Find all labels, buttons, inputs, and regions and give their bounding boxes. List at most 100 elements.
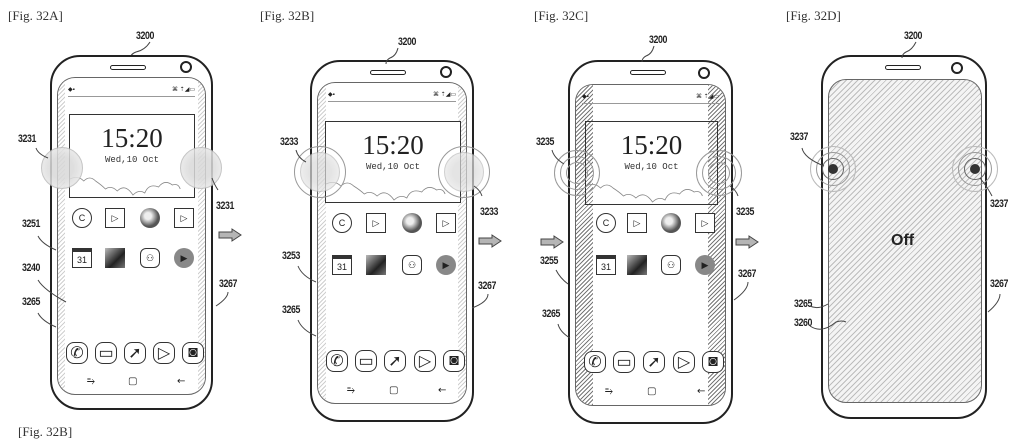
back-button[interactable]: ← [697, 386, 706, 397]
chat-app-icon[interactable]: C [72, 208, 92, 228]
ref-touch-left: 3231 [18, 133, 36, 145]
play-app-icon[interactable]: ▶ [695, 255, 715, 275]
camera-dock-icon[interactable]: ◙ [182, 342, 204, 364]
ref-device: 3200 [136, 30, 154, 42]
front-camera [951, 62, 963, 74]
touch-ring-left-outer [810, 146, 856, 192]
message-dock-icon[interactable]: ▭ [613, 351, 635, 373]
browser-dock-icon[interactable]: ➚ [124, 342, 146, 364]
status-bar: ◆▪ ⌘ ⇡◢▭ [582, 93, 719, 104]
calendar-day: 31 [336, 261, 347, 272]
store-app-icon[interactable]: ▷ [174, 208, 194, 228]
recent-apps-button[interactable]: ⥱ [87, 376, 95, 387]
clock-time: 15:20 [620, 130, 683, 160]
ref-edge-region: 3265 [542, 308, 560, 320]
home-button[interactable]: ▢ [128, 376, 138, 387]
chat-letter: C [78, 213, 86, 223]
clock-date: Wed,10 Oct [365, 162, 420, 172]
globe-app-icon[interactable] [140, 208, 160, 228]
figure-32d: [Fig. 32D] 3200 Off 3237 3237 3265 3260 … [768, 0, 1024, 436]
leader-lines [551, 45, 749, 339]
camera-dock-icon[interactable]: ◙ [443, 350, 465, 372]
video-app-icon[interactable]: ▷ [366, 213, 386, 233]
clock-widget[interactable]: 15:20 Wed,10 Oct [325, 121, 461, 203]
front-camera [440, 66, 452, 78]
phone-dock-icon[interactable]: ✆ [584, 351, 606, 373]
play-app-icon[interactable]: ▶ [436, 255, 456, 275]
store-app-icon[interactable]: ▷ [436, 213, 456, 233]
ref-edge-right: 3267 [738, 268, 756, 280]
ref-screen: 3260 [794, 317, 812, 329]
chat-letter: C [602, 218, 610, 228]
store-app-icon[interactable]: ▷ [695, 213, 715, 233]
gallery-app-icon[interactable] [105, 248, 125, 268]
browser-dock-icon[interactable]: ➚ [384, 350, 406, 372]
ref-edge-right: 3267 [219, 278, 237, 290]
touch-ring-right [438, 146, 490, 198]
calendar-app-icon[interactable]: 31 [72, 248, 92, 268]
fingerprint-point-right [970, 164, 980, 174]
leader-lines [35, 147, 229, 328]
front-camera [698, 67, 710, 79]
chat-app-icon[interactable]: C [596, 213, 616, 233]
screen: ◆▪ ⌘ ⇡◢▭ 15:20 Wed,10 Oct C ▷ ▷ 31 ⚇ ▶ ✆… [57, 77, 206, 395]
play-app-icon[interactable]: ▶ [174, 248, 194, 268]
chat-app-icon[interactable]: C [332, 213, 352, 233]
game-app-icon[interactable]: ⚇ [140, 248, 160, 268]
figure-32a: [Fig. 32A] 3200 ◆▪ ⌘ ⇡◢▭ 15:20 Wed,10 Oc… [0, 0, 256, 439]
phone-frame: Off [821, 55, 987, 419]
ref-screen: 3240 [22, 262, 40, 274]
transition-arrow-icon [478, 234, 502, 248]
off-label: Off [891, 232, 915, 249]
gallery-app-icon[interactable] [627, 255, 647, 275]
back-button[interactable]: ← [438, 385, 447, 396]
recent-apps-button[interactable]: ⥱ [605, 386, 613, 397]
fingerprint-point-left [828, 164, 838, 174]
chat-letter: C [338, 218, 346, 228]
video-app-icon[interactable]: ▷ [627, 213, 647, 233]
transition-arrow-icon [735, 235, 759, 249]
figure-caption: [Fig. 32C] [534, 8, 589, 23]
ref-edge-region: 3265 [794, 298, 812, 310]
ref-touch-left: 3235 [536, 136, 554, 148]
video-app-icon[interactable]: ▷ [105, 208, 125, 228]
ref-touch-left: 3237 [790, 131, 808, 143]
browser-dock-icon[interactable]: ➚ [643, 351, 665, 373]
game-app-icon[interactable]: ⚇ [402, 255, 422, 275]
gallery-app-icon[interactable] [366, 255, 386, 275]
clock-widget[interactable]: 15:20 Wed,10 Oct [69, 114, 195, 198]
phone-dock-icon[interactable]: ✆ [326, 350, 348, 372]
back-button[interactable]: ← [177, 376, 186, 387]
figure-32b: [Fig. 32B] 3200 ◆▪ ⌘ ⇡◢▭ 15:20 Wed,10 Oc… [256, 0, 512, 436]
figure-32c: [Fig. 32C] 3200 ◆▪ ⌘ ⇡◢▭ 15:20 Wed,10 Oc… [512, 0, 768, 436]
camera-dock-icon[interactable]: ◙ [702, 351, 724, 373]
touch-ring-right-outer [696, 150, 742, 196]
touch-area-right [180, 147, 222, 189]
message-dock-icon[interactable]: ▭ [355, 350, 377, 372]
home-button[interactable]: ▢ [389, 385, 399, 396]
play-store-dock-icon[interactable]: ▷ [414, 350, 436, 372]
calendar-app-icon[interactable]: 31 [596, 255, 616, 275]
home-button[interactable]: ▢ [647, 386, 657, 397]
touch-area-left [41, 147, 83, 189]
calendar-app-icon[interactable]: 31 [332, 255, 352, 275]
message-dock-icon[interactable]: ▭ [95, 342, 117, 364]
recent-apps-button[interactable]: ⥱ [347, 385, 355, 396]
play-store-dock-icon[interactable]: ▷ [673, 351, 695, 373]
calendar-day: 31 [76, 254, 87, 265]
speaker-grill [885, 65, 921, 70]
game-app-icon[interactable]: ⚇ [661, 255, 681, 275]
edge-right [458, 83, 466, 403]
calendar-day: 31 [600, 261, 611, 272]
phone-dock-icon[interactable]: ✆ [66, 342, 88, 364]
play-store-dock-icon[interactable]: ▷ [153, 342, 175, 364]
ref-edge-left: 3253 [282, 250, 300, 262]
globe-app-icon[interactable] [402, 213, 422, 233]
partial-caption: [Fig. 32B] [18, 424, 73, 439]
phone-frame: ◆▪ ⌘ ⇡◢▭ 15:20 Wed,10 Oct C ▷ ▷ 31 ⚇ ▶ ✆… [310, 60, 474, 422]
ref-edge-left: 3251 [22, 218, 40, 230]
ref-device: 3200 [398, 36, 416, 48]
ref-device: 3200 [904, 30, 922, 42]
globe-app-icon[interactable] [661, 213, 681, 233]
ref-edge-region: 3265 [22, 296, 40, 308]
